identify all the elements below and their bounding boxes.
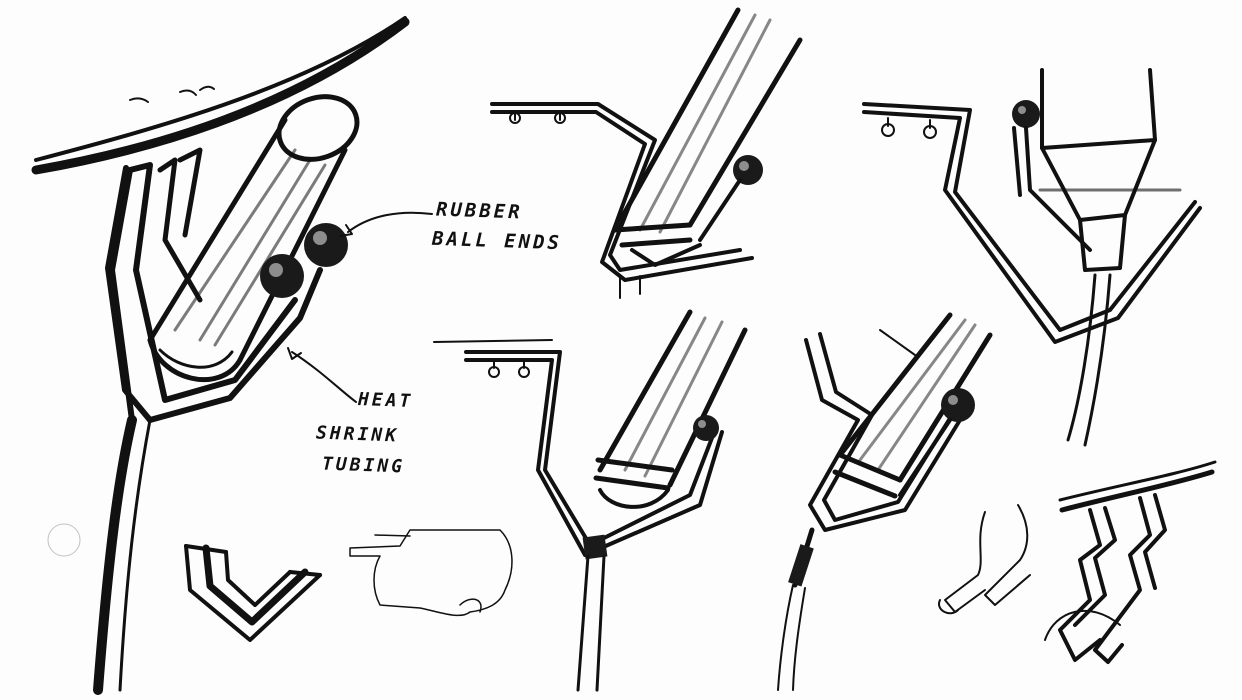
v-bend-sketch xyxy=(184,544,322,642)
label-heat: HEAT xyxy=(357,389,414,412)
bottom-center-sketch xyxy=(433,309,748,692)
bottom-middle-right-sketch xyxy=(777,312,993,691)
top-right-sketch xyxy=(862,68,1202,447)
label-shrink: SHRINK xyxy=(315,422,400,447)
top-middle-sketch xyxy=(490,7,803,299)
label-rubber: RUBBER xyxy=(435,198,523,224)
paper-mark xyxy=(47,523,81,557)
label-tubing: TUBING xyxy=(321,453,406,478)
label-ball-ends: BALL ENDS xyxy=(431,227,563,255)
small-clip-sketch xyxy=(938,504,1031,615)
rubber-ball-icon xyxy=(260,254,304,298)
rubber-ball-icon xyxy=(304,223,348,267)
outline-shape-sketch xyxy=(349,529,513,617)
bottom-right-clip-sketch xyxy=(1044,460,1217,664)
main-holder-sketch xyxy=(31,16,433,695)
